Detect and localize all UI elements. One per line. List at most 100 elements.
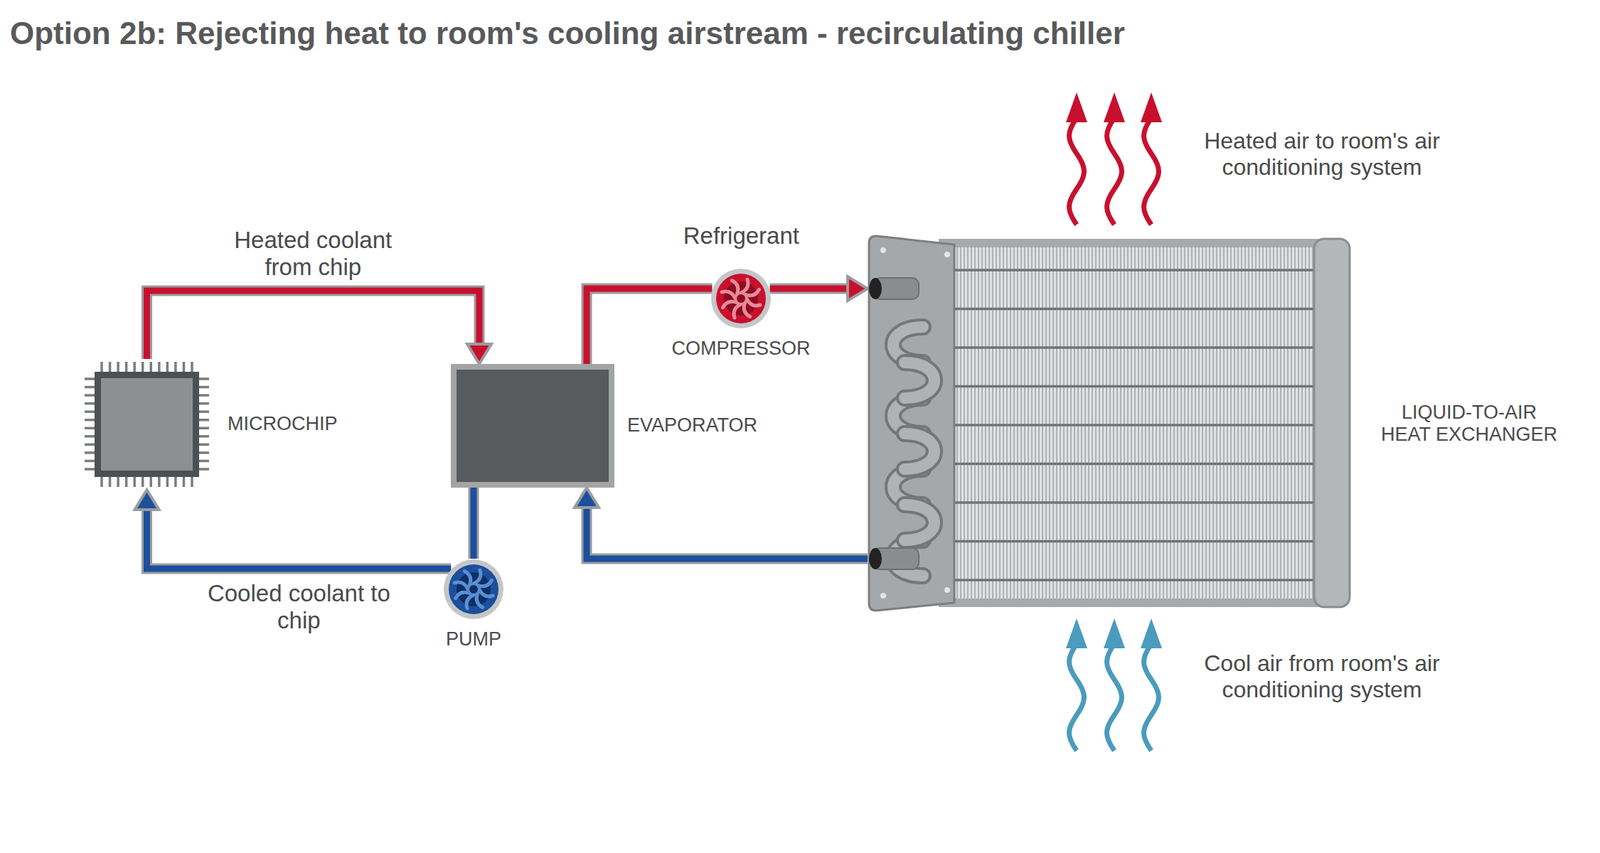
air-wave [1144, 644, 1160, 751]
pipe-core [770, 285, 851, 293]
chip-pins [84, 361, 210, 488]
shape-outline [81, 359, 212, 490]
pin [199, 410, 210, 414]
component-label: COMPRESSOR [671, 337, 810, 360]
pin [190, 361, 194, 372]
air-wave [1107, 118, 1123, 225]
pin [108, 477, 112, 488]
u-bend [904, 504, 935, 541]
air-arrowhead [1103, 618, 1125, 649]
tube [952, 540, 1323, 544]
header-plate [868, 236, 955, 611]
pipe-outline [147, 507, 452, 569]
u-bend [904, 362, 935, 399]
rotor-hub [736, 293, 746, 304]
tube [952, 501, 1323, 505]
component-label: EVAPORATOR [627, 414, 758, 437]
rotor-blade [479, 589, 493, 597]
rotor-ring [443, 559, 504, 620]
pin [182, 477, 186, 488]
pin [182, 361, 186, 372]
bolt [944, 587, 951, 594]
airflow-label: Heated air to room's air conditioning sy… [1183, 128, 1461, 181]
pin [116, 477, 120, 488]
microchip: MICROCHIP [81, 359, 212, 490]
pin [125, 477, 128, 488]
pin [84, 418, 95, 422]
air-wave [1069, 644, 1085, 751]
end-cap [1314, 238, 1350, 608]
refrigerant-pipe [147, 290, 493, 365]
rotor-blade [460, 571, 475, 586]
pin [150, 477, 153, 488]
heat-exchanger: LIQUID-TO-AIR HEAT EXCHANGER [867, 234, 1352, 613]
airflow-label: Cool air from room's air conditioning sy… [1183, 650, 1461, 704]
bolt [880, 593, 887, 599]
bottom-rail [938, 598, 1337, 608]
component-label: PUMP [445, 628, 502, 651]
fin-block [938, 243, 1337, 604]
evaporator: EVAPORATOR [450, 364, 615, 488]
pin [141, 361, 145, 372]
pin [84, 393, 95, 397]
port-opening [868, 548, 882, 570]
evaporator-body [453, 366, 612, 485]
pin [199, 386, 210, 389]
pin [199, 451, 210, 455]
pipe-outline [147, 290, 480, 360]
air-wave [1144, 118, 1160, 225]
pin [84, 443, 95, 447]
u-bend-outline [904, 504, 935, 541]
rotor-symbol [443, 559, 504, 620]
pin [157, 361, 161, 372]
pin [157, 477, 161, 488]
pin [199, 427, 210, 431]
pipe-outline [468, 487, 480, 559]
pin [199, 460, 210, 463]
pin [141, 477, 145, 488]
rotor-hub [468, 584, 479, 595]
pin [199, 418, 210, 422]
bolt [880, 247, 887, 254]
rotor-blade [721, 291, 736, 299]
pin [84, 460, 95, 463]
pin [199, 393, 210, 397]
pipe-core [586, 504, 868, 559]
u-bend-outline [904, 433, 935, 470]
air-arrowhead [1065, 92, 1088, 123]
u-bend [904, 433, 935, 470]
rotor-blade [740, 279, 749, 293]
pin [84, 377, 95, 381]
air-arrowhead [1103, 92, 1125, 123]
chip-body [94, 371, 200, 478]
pump-symbol: PUMP [443, 558, 505, 621]
top-rail [938, 238, 1337, 248]
rotor-housing [716, 273, 766, 324]
diagram-title: Option 2b: Rejecting heat to room's cool… [9, 15, 1125, 52]
rotor-housing [448, 564, 499, 615]
coolant-pipe [574, 487, 868, 559]
shape-outline [450, 364, 615, 488]
flow-label: Cooled coolant to chip [199, 580, 399, 635]
u-bend-outline [904, 362, 935, 399]
air-wave [1069, 118, 1085, 225]
pin [132, 477, 136, 488]
pin [174, 477, 178, 488]
port-opening [868, 278, 882, 300]
shape-outline [443, 558, 505, 621]
bolt [944, 251, 951, 258]
component-label: LIQUID-TO-AIR HEAT EXCHANGER [1376, 401, 1562, 446]
arrowhead [467, 344, 492, 365]
rotor-blade [746, 298, 761, 306]
tube [952, 462, 1323, 466]
refrigerant-pipe [770, 276, 868, 301]
rotor-blade [733, 304, 741, 318]
pin [84, 402, 95, 406]
cool-air-arrows [1065, 618, 1162, 751]
pin [190, 477, 194, 488]
pin [174, 361, 178, 372]
rotor-blade [454, 582, 468, 590]
pin [199, 467, 210, 471]
flow-label: Refrigerant [683, 222, 800, 250]
